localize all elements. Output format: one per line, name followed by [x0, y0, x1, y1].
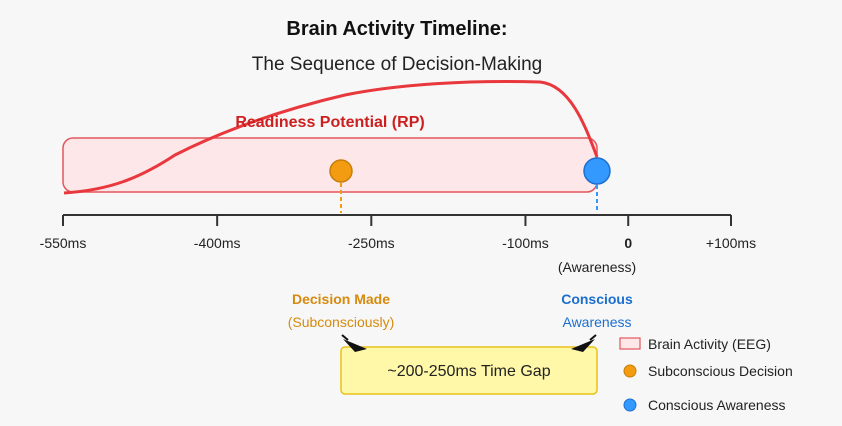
legend: Brain Activity (EEG) Subconscious Decisi…	[619, 336, 793, 413]
legend-decision-label: Subconscious Decision	[648, 363, 793, 379]
eeg-activity-band	[62, 137, 598, 193]
time-gap-box	[340, 346, 598, 395]
arrow-left-head	[343, 339, 367, 352]
time-gap-label: ~200-250ms Time Gap	[387, 363, 550, 380]
axis-tick-label: -250ms	[348, 235, 395, 251]
axis-ticks: -550ms -400ms -250ms -100ms 0 +100ms	[40, 215, 756, 251]
legend-eeg-swatch	[619, 337, 641, 350]
readiness-potential-label: Readiness Potential (RP)	[235, 114, 424, 131]
legend-awareness-label: Conscious Awareness	[648, 397, 785, 413]
conscious-title: Conscious	[561, 291, 633, 307]
axis-tick-label: -100ms	[502, 235, 549, 251]
diagram-subtitle: The Sequence of Decision-Making	[252, 54, 542, 75]
readiness-potential-curve	[63, 80, 599, 195]
axis-tick-label: -400ms	[194, 235, 241, 251]
arrow-stub-right	[589, 334, 597, 341]
legend-decision-swatch	[623, 364, 637, 378]
awareness-axis-note: (Awareness)	[558, 259, 636, 275]
axis-tick-label: 0	[624, 235, 632, 251]
arrow-stub-left	[341, 334, 349, 341]
subconscious-decision-marker	[329, 159, 353, 183]
legend-awareness-swatch	[623, 398, 637, 412]
legend-eeg-label: Brain Activity (EEG)	[648, 336, 771, 352]
diagram-title: Brain Activity Timeline:	[286, 18, 507, 40]
decision-made-title: Decision Made	[292, 291, 390, 307]
arrow-right-head	[571, 339, 595, 352]
conscious-awareness-marker	[583, 157, 611, 185]
decision-made-subtitle: (Subconsciously)	[288, 314, 395, 330]
axis-tick-label: +100ms	[706, 235, 756, 251]
axis-tick-label: -550ms	[40, 235, 87, 251]
conscious-subtitle: Awareness	[562, 314, 631, 330]
